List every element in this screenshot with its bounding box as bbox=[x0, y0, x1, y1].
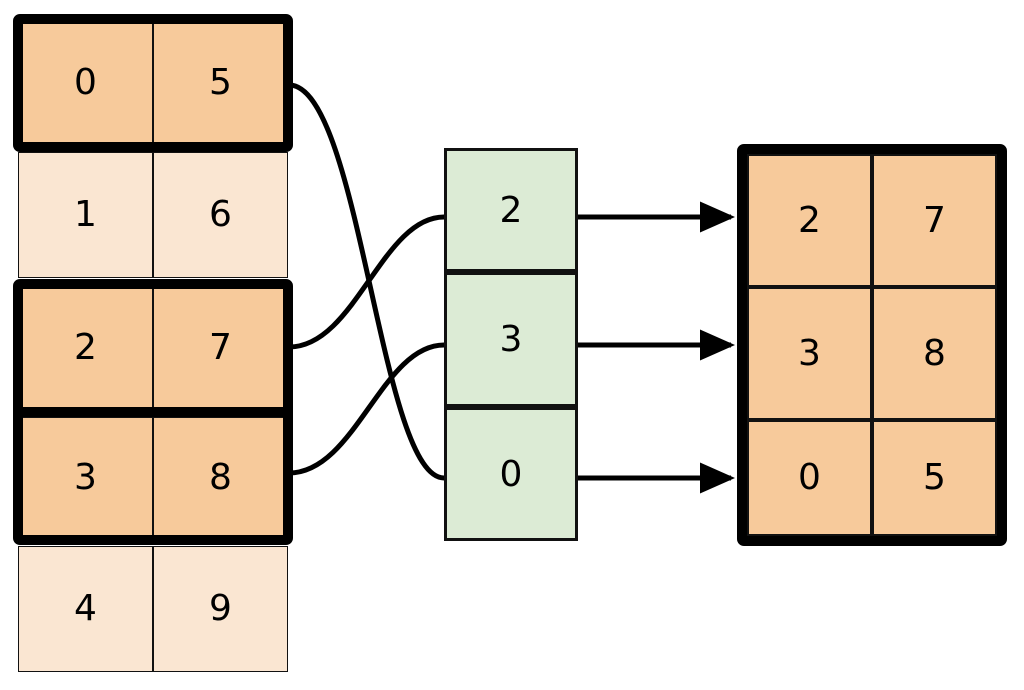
result-cell-r1c0: 3 bbox=[747, 287, 872, 420]
source-cell-r2c0: 2 bbox=[18, 287, 153, 409]
source-row-2: 2 7 bbox=[18, 287, 288, 409]
source-cell-r4c0: 4 bbox=[18, 546, 153, 672]
result-cell-r2c1: 5 bbox=[872, 420, 997, 536]
curve-row2-to-index-cell-0 bbox=[288, 214, 445, 350]
result-cell-r1c1: 8 bbox=[872, 287, 997, 420]
source-cell-r3c0: 3 bbox=[18, 417, 153, 539]
source-cell-r3c1: 8 bbox=[153, 417, 288, 539]
result-row-1: 3 8 bbox=[747, 287, 997, 420]
result-cell-r0c0: 2 bbox=[747, 154, 872, 287]
source-cell-r0c1: 5 bbox=[153, 20, 288, 146]
source-row-0: 0 5 bbox=[18, 20, 288, 146]
source-row-1: 1 6 bbox=[18, 152, 288, 278]
index-cell-1-value: 3 bbox=[499, 319, 523, 360]
index-cell-2-value: 0 bbox=[499, 453, 523, 495]
result-cell-r2c0: 0 bbox=[747, 420, 872, 536]
curve-row3-to-index-cell-1 bbox=[288, 342, 445, 476]
result-row-0: 2 7 bbox=[747, 154, 997, 287]
result-row-2: 0 5 bbox=[747, 420, 997, 536]
source-cell-r1c1: 6 bbox=[153, 152, 288, 278]
source-row-4: 4 9 bbox=[18, 546, 288, 672]
index-cell-1: 3 bbox=[444, 272, 578, 407]
source-cell-r1c0: 1 bbox=[18, 152, 153, 278]
source-cell-r4c1: 9 bbox=[153, 546, 288, 672]
index-cell-0: 2 bbox=[444, 148, 578, 272]
source-row-2-3-divider bbox=[18, 407, 288, 417]
index-cell-0-value: 2 bbox=[499, 189, 523, 231]
index-cell-2: 0 bbox=[444, 407, 578, 541]
source-row-3: 3 8 bbox=[18, 417, 288, 539]
source-cell-r0c0: 0 bbox=[18, 20, 153, 146]
result-cell-r0c1: 7 bbox=[872, 154, 997, 287]
